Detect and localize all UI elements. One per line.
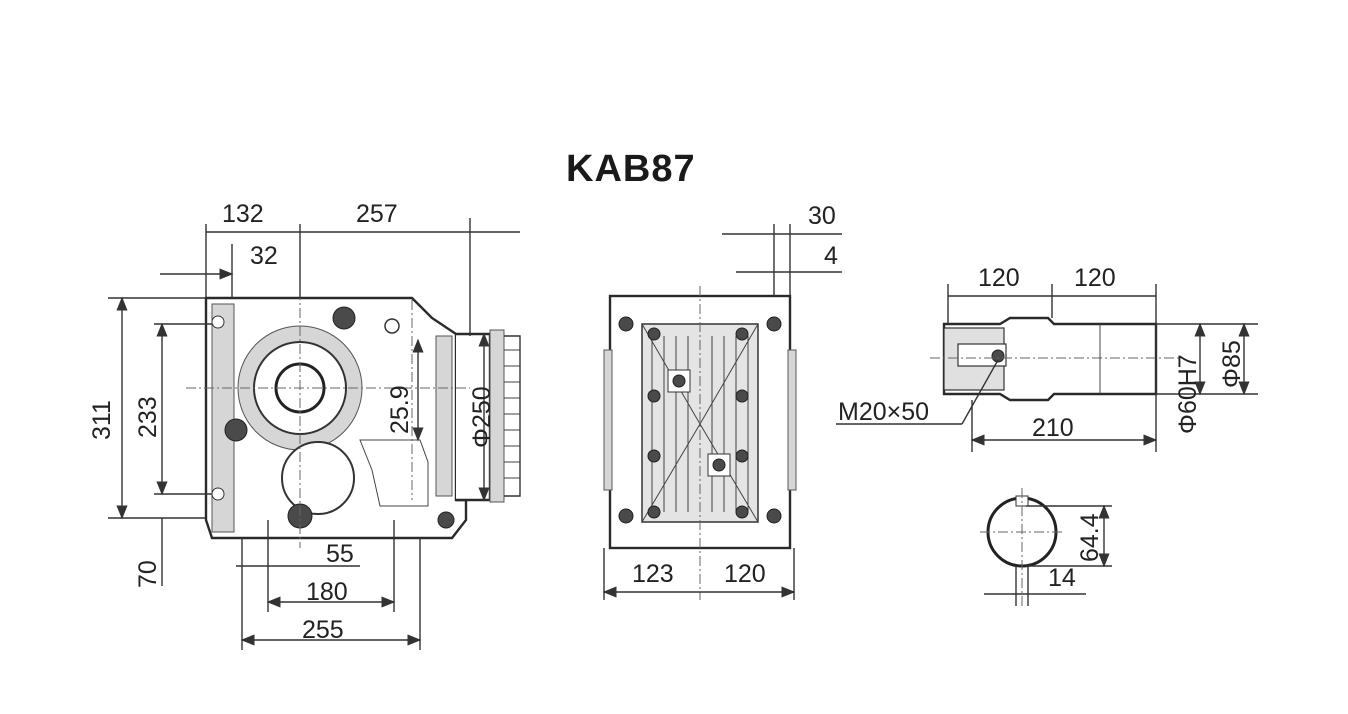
dim-255: 255 [302, 616, 344, 644]
side-bolts [618, 316, 782, 524]
dim-233: 233 [134, 396, 162, 438]
dim-132: 132 [222, 200, 264, 228]
lower-bore [281, 441, 355, 515]
dim-shaft-120-left: 120 [978, 264, 1020, 292]
dim-210: 210 [1032, 414, 1074, 442]
dim-thread: M20×50 [838, 398, 929, 426]
side-view: 30 4 123 120 [602, 202, 842, 600]
shaft-view: 120 120 M20×50 210 Φ60H7 Φ85 64.4 14 [836, 264, 1258, 606]
dim-4: 4 [824, 242, 838, 270]
dim-14: 14 [1048, 564, 1076, 592]
output-flange-edge [504, 335, 521, 497]
dim-123: 123 [632, 560, 674, 588]
front-left-flange [211, 303, 235, 533]
dim-70: 70 [134, 560, 162, 588]
dim-257: 257 [356, 200, 398, 228]
dim-180: 180 [306, 578, 348, 606]
dim-120: 120 [724, 560, 766, 588]
side-cover-fins [651, 336, 749, 512]
side-right-shaft [787, 349, 797, 491]
side-left-shaft [603, 349, 613, 491]
flange-fins [504, 349, 520, 479]
dim-phi60h7: Φ60H7 [1174, 354, 1202, 434]
drawing-title: KAB87 [566, 148, 696, 190]
dim-25-9: 25.9 [386, 385, 414, 434]
front-bolts [211, 306, 455, 529]
dim-32: 32 [250, 242, 278, 270]
dim-311: 311 [88, 400, 116, 440]
dim-phi85: Φ85 [1218, 340, 1246, 388]
output-flange-ring [489, 329, 505, 503]
dim-30: 30 [808, 202, 836, 230]
dim-55: 55 [326, 540, 354, 568]
front-right-flange [435, 335, 453, 497]
dim-shaft-120-right: 120 [1074, 264, 1116, 292]
dim-phi-250: Φ250 [468, 386, 496, 448]
front-view: 132 257 32 311 233 25.9 Φ250 70 55 180 2… [88, 200, 521, 650]
dim-64-4: 64.4 [1076, 513, 1104, 562]
